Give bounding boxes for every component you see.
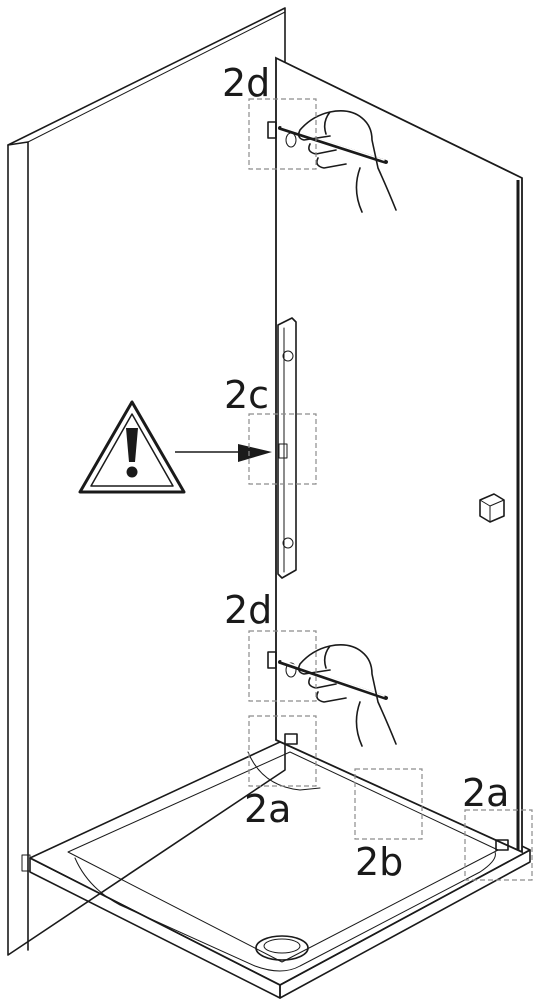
detail-box-2a-right: [464, 809, 533, 881]
lower-hinge: [267, 651, 297, 678]
bottom-clips: [284, 733, 509, 851]
door-handle: [479, 493, 505, 523]
callout-2d-top: 2d: [222, 61, 270, 105]
hand-with-pencil-icon: [278, 110, 397, 213]
callout-2d-lower: 2d: [224, 588, 272, 632]
callout-2a-right: 2a: [462, 771, 509, 815]
detail-box-2d-lower: [248, 630, 317, 702]
hand-with-pencil-icon: [278, 644, 397, 747]
detail-boxes: [248, 98, 533, 881]
detail-box-2a-left: [248, 715, 317, 787]
glass-door-panel: [275, 56, 523, 854]
arrow-right-icon: [175, 444, 272, 462]
callout-2b: 2b: [355, 840, 403, 884]
wall-profile: [277, 317, 297, 579]
detail-box-2c: [248, 413, 317, 485]
back-wall: [7, 7, 286, 956]
callout-2c: 2c: [224, 373, 269, 417]
detail-box-2d-top: [248, 98, 317, 170]
callout-2a-left: 2a: [244, 787, 291, 831]
callout-labels: 2d 2c 2d 2a 2a 2b: [222, 61, 509, 884]
warning-triangle-icon: [78, 400, 186, 494]
detail-box-2b: [354, 768, 423, 840]
shower-tray: [21, 734, 531, 999]
